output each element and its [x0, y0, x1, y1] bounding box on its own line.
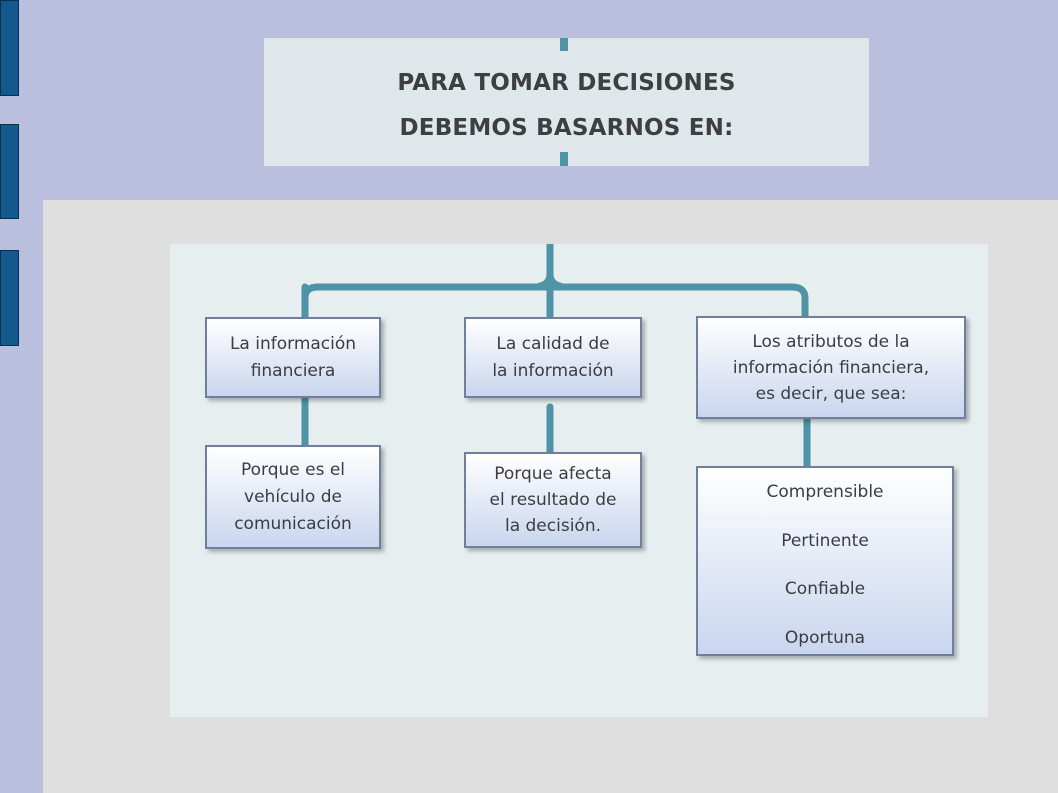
box-text-line: financiera — [250, 360, 336, 381]
attribute-item: Oportuna — [784, 627, 866, 648]
side-tab-1 — [0, 0, 19, 96]
box-text-line: La calidad de — [496, 333, 610, 354]
title-connector-top — [560, 38, 568, 51]
box-text-line: información financiera, — [732, 357, 930, 378]
side-tab-2 — [0, 124, 19, 219]
box-text-line: el resultado de — [489, 490, 617, 510]
box-text-line: la decisión. — [504, 516, 601, 536]
side-tab-3 — [0, 250, 19, 346]
box-text-line: es decir, que sea: — [755, 383, 907, 404]
box-text-line: comunicación — [234, 513, 352, 534]
title-line-1: PARA TOMAR DECISIONES — [397, 70, 736, 96]
title-connector-bottom — [560, 152, 568, 166]
box-afecta-resultado: Porque afecta el resultado de la decisió… — [464, 452, 642, 548]
attribute-item: Confiable — [784, 579, 866, 599]
box-text-line: la información — [492, 360, 614, 381]
title-line-2: DEBEMOS BASARNOS EN: — [399, 115, 734, 141]
title-panel: PARA TOMAR DECISIONES DEBEMOS BASARNOS E… — [264, 38, 869, 166]
concept-diagram: La información financiera La calidad de … — [170, 244, 988, 717]
box-text-line: Los atributos de la — [752, 331, 910, 352]
box-lista-atributos: Comprensible Pertinente Confiable Oportu… — [696, 466, 954, 656]
box-informacion-financiera: La información financiera — [205, 317, 381, 398]
connector-lines — [301, 244, 811, 474]
attribute-item: Pertinente — [781, 530, 869, 551]
box-text-line: La información — [229, 333, 357, 354]
box-atributos: Los atributos de la información financie… — [696, 316, 966, 419]
box-text-line: vehículo de — [244, 486, 342, 507]
box-text-line: Porque es el — [240, 459, 346, 480]
attribute-item: Comprensible — [766, 482, 884, 502]
box-vehiculo-comunicacion: Porque es el vehículo de comunicación — [205, 445, 381, 549]
box-text-line: Porque afecta — [494, 464, 612, 484]
box-calidad-informacion: La calidad de la información — [464, 317, 642, 398]
